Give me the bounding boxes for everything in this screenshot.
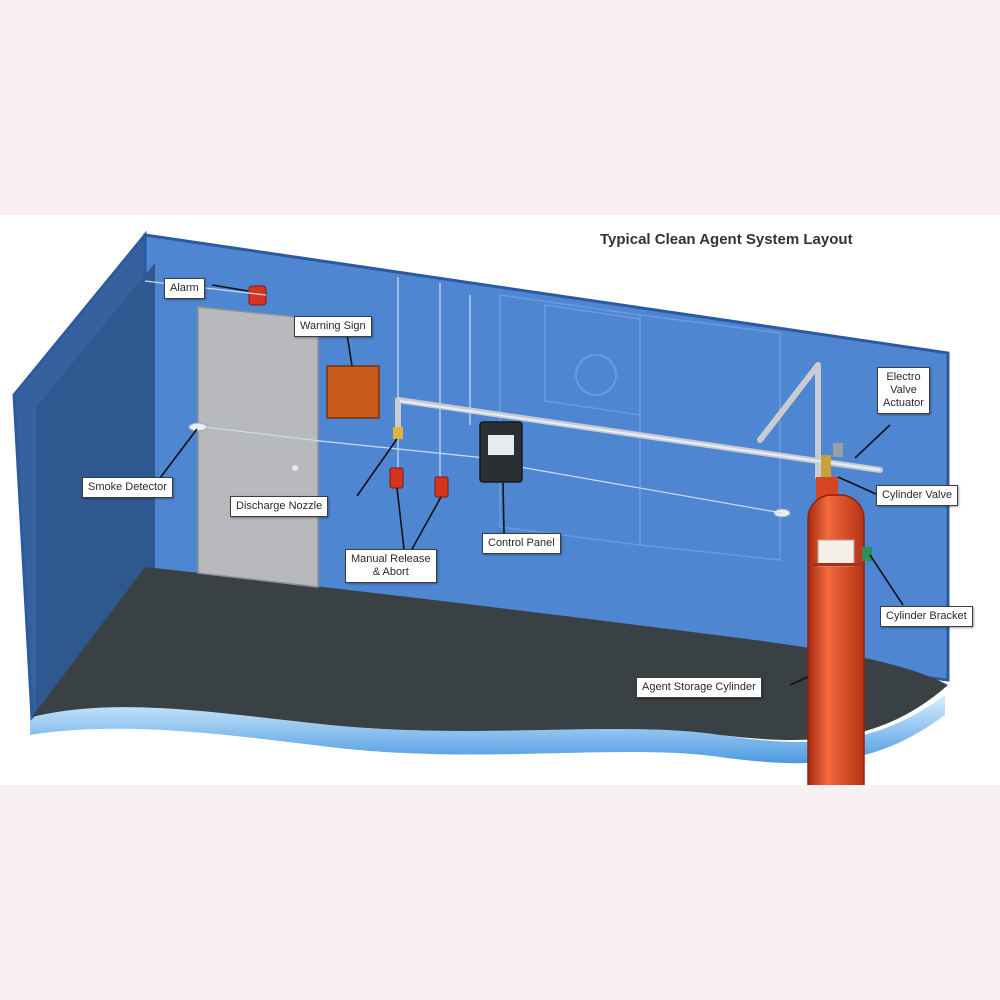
- label-agent-storage-cylinder: Agent Storage Cylinder: [636, 677, 762, 698]
- manual-release-station: [389, 467, 404, 489]
- label-warning-sign-text: Warning Sign: [300, 320, 366, 332]
- label-smoke-detector: Smoke Detector: [82, 477, 173, 498]
- wall-vent: [575, 354, 617, 396]
- discharge-nozzle-device: [393, 427, 403, 439]
- floor-glow: [30, 695, 945, 764]
- cylinder-bracket-device: [862, 547, 872, 561]
- label-electro-valve-line1: Electro: [886, 371, 921, 383]
- label-control-panel: Control Panel: [482, 533, 561, 554]
- agent-storage-cylinder-device: [807, 455, 865, 785]
- label-cylinder-bracket-text: Cylinder Bracket: [886, 610, 967, 622]
- warning-sign-plate: [326, 365, 380, 419]
- label-discharge-nozzle-text: Discharge Nozzle: [236, 500, 323, 512]
- room-scene: [12, 230, 950, 785]
- label-smoke-detector-text: Smoke Detector: [88, 481, 167, 493]
- diagram-panel: Typical Clean Agent System Layout Alarm …: [0, 215, 1000, 785]
- electro-valve-device: [833, 443, 843, 457]
- label-electro-valve-line3: Actuator: [883, 397, 924, 409]
- label-agent-storage-cylinder-text: Agent Storage Cylinder: [642, 681, 756, 693]
- label-discharge-nozzle: Discharge Nozzle: [230, 496, 329, 517]
- pipe-highlight: [399, 400, 881, 471]
- label-cylinder-valve: Cylinder Valve: [876, 485, 959, 506]
- label-alarm: Alarm: [164, 278, 205, 299]
- label-cylinder-bracket: Cylinder Bracket: [880, 606, 973, 627]
- abort-station: [434, 476, 449, 498]
- label-manual-release: Manual Release & Abort: [345, 549, 437, 583]
- label-cylinder-valve-text: Cylinder Valve: [882, 489, 953, 501]
- label-alarm-text: Alarm: [170, 282, 199, 294]
- label-control-panel-text: Control Panel: [488, 537, 555, 549]
- label-electro-valve-line2: Valve: [890, 384, 917, 396]
- control-panel-screen: [488, 435, 514, 455]
- label-manual-release-line1: Manual Release: [351, 553, 431, 565]
- door: [197, 306, 319, 588]
- leader-lines: [159, 284, 904, 686]
- label-electro-valve-actuator: Electro Valve Actuator: [877, 367, 930, 414]
- diagram-title: Typical Clean Agent System Layout: [600, 231, 853, 248]
- door-handle: [292, 465, 298, 471]
- label-manual-release-line2: & Abort: [372, 566, 409, 578]
- label-warning-sign: Warning Sign: [294, 316, 372, 337]
- wiring: [144, 277, 783, 514]
- smoke-detector-device: [188, 422, 208, 432]
- alarm-device: [248, 285, 267, 306]
